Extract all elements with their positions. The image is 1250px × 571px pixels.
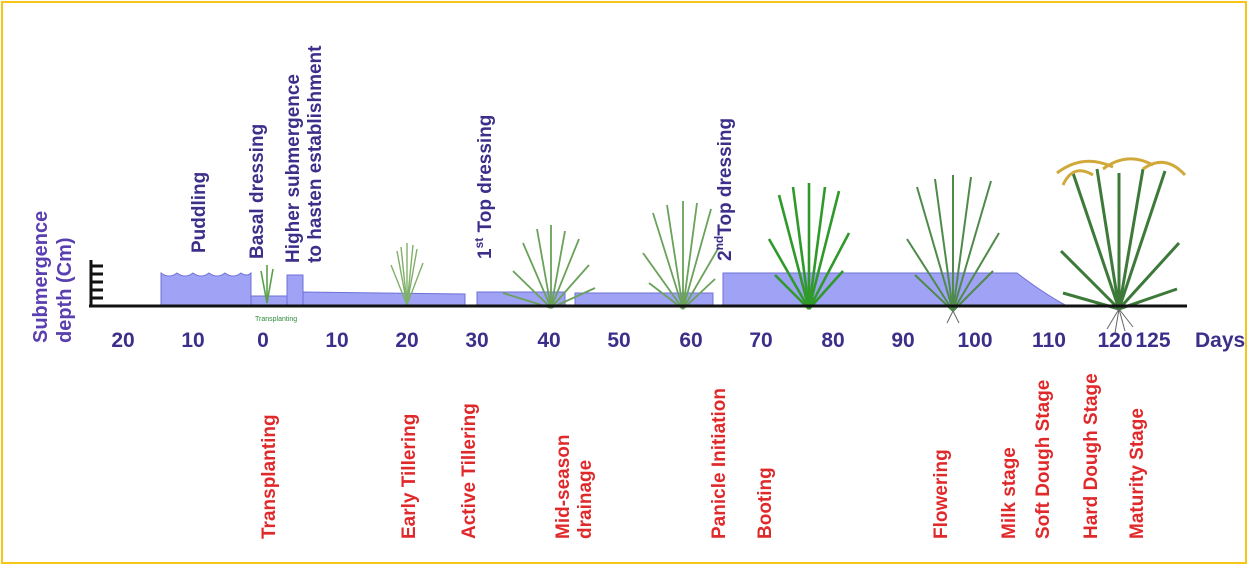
first-top-dressing-text: Top dressing	[475, 115, 496, 238]
x-tick-label: 50	[607, 329, 630, 352]
stage-panicle-initiation: Panicle Initiation	[709, 388, 730, 539]
x-tick-label: 70	[749, 329, 772, 352]
reproductive-water	[722, 272, 1068, 307]
first-top-dressing-number: 1	[475, 248, 496, 259]
x-tick-label: 20	[395, 329, 418, 352]
first-top-dressing-label: 1st Top dressing	[472, 115, 496, 259]
x-tick-label: 20	[111, 329, 134, 352]
higher-submergence-water	[286, 274, 304, 307]
x-tick-label: 40	[537, 329, 560, 352]
x-tick-label: 100	[957, 329, 992, 352]
active-tillering-plant	[502, 225, 596, 309]
higher-submergence-label-1: Higher submergence	[283, 74, 304, 263]
stage-hard-dough: Hard Dough Stage	[1081, 373, 1102, 539]
x-tick-label: 120	[1097, 329, 1132, 352]
flowering-plant	[906, 175, 1000, 312]
stage-active-tillering: Active Tillering	[459, 403, 480, 539]
first-top-dressing-sup: st	[472, 238, 486, 249]
x-axis-unit: Days	[1195, 329, 1245, 352]
transplanting-caption: Transplanting	[255, 316, 297, 323]
puddling-water	[160, 271, 252, 307]
basal-dressing-label: Basal dressing	[247, 124, 268, 259]
x-tick-label: 90	[891, 329, 914, 352]
stage-milk: Milk stage	[999, 447, 1020, 539]
x-tick-label: 10	[325, 329, 348, 352]
stage-mid-season-1: Mid-season	[553, 434, 574, 539]
second-top-dressing-sup: nd	[712, 236, 726, 251]
y-axis-label-line1: Submergence	[30, 211, 52, 343]
x-tick-label: 125	[1135, 329, 1170, 352]
grain-panicles	[1056, 157, 1187, 186]
stage-transplanting: Transplanting	[259, 414, 280, 539]
stage-flowering: Flowering	[931, 449, 952, 539]
stage-booting: Booting	[755, 467, 776, 539]
stage-maturity: Maturity Stage	[1127, 408, 1148, 539]
second-top-dressing-number: 2	[715, 250, 736, 261]
x-tick-label: 0	[257, 329, 269, 352]
seedling-transplant-plant	[260, 265, 274, 304]
x-tick-label: 80	[821, 329, 844, 352]
second-top-dressing-text: Top dressing	[715, 118, 736, 236]
x-tick-label: 30	[465, 329, 488, 352]
stage-mid-season-2: drainage	[575, 460, 596, 539]
higher-submergence-label-2: to hasten establishment	[305, 45, 326, 263]
stage-early-tillering: Early Tillering	[399, 414, 420, 539]
early-tillering-water	[302, 291, 466, 307]
x-tick-label: 10	[181, 329, 204, 352]
roots	[946, 308, 1134, 334]
rice-water-management-diagram: Submergence depth (Cm) Transplanting	[30, 45, 1245, 539]
early-tillering-plant	[390, 243, 424, 306]
stage-soft-dough: Soft Dough Stage	[1033, 380, 1054, 539]
maturity-plant	[1056, 157, 1187, 311]
x-tick-label: 60	[679, 329, 702, 352]
x-tick-label: 110	[1032, 329, 1066, 352]
booting-plant	[767, 183, 851, 310]
second-top-dressing-label: 2ndTop dressing	[712, 118, 736, 261]
depth-scale	[89, 260, 103, 305]
y-axis-label-line2: depth (Cm)	[54, 237, 76, 343]
panicle-initiation-plant	[642, 201, 720, 310]
puddling-label: Puddling	[189, 172, 210, 253]
